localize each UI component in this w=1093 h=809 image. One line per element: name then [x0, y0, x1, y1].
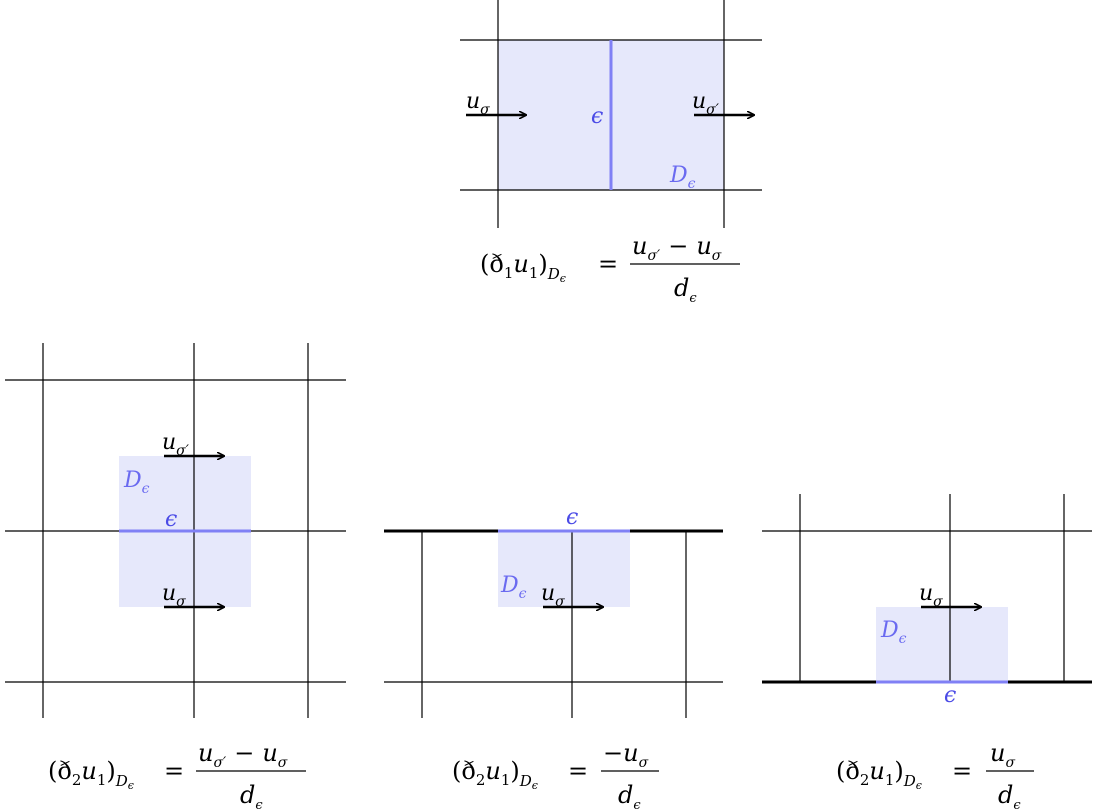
bottom-right-panel: uσ ϵ Dϵ (ð2u1)Dϵ = uσ dϵ	[762, 494, 1092, 809]
top-panel: uσ uσ′ ϵ Dϵ (ð1u1)Dϵ = uσ′−uσ dϵ	[460, 0, 762, 306]
bottom-left-panel: uσ′ uσ ϵ Dϵ (ð2u1)Dϵ = uσ′−uσ dϵ	[5, 343, 346, 809]
label-u-sigma: uσ	[466, 89, 490, 118]
formula-lhs: (ð2u1)Dϵ	[452, 757, 538, 792]
formula-numerator: uσ′−uσ	[632, 232, 722, 264]
formula-lhs: (ð2u1)Dϵ	[48, 757, 134, 792]
dual-cell	[876, 607, 1008, 682]
formula-lhs: (ð1u1)Dϵ	[480, 250, 566, 285]
formula-numerator: uσ′−uσ	[198, 739, 288, 771]
label-u-sigma: uσ	[541, 581, 565, 610]
bottom-middle-panel: uσ ϵ Dϵ (ð2u1)Dϵ = −uσ dϵ	[384, 505, 723, 809]
formula-equals: =	[568, 757, 588, 785]
formula-equals: =	[598, 250, 618, 278]
formula-numerator: −uσ	[603, 739, 649, 771]
formula-denominator: dϵ	[240, 781, 263, 809]
label-epsilon: ϵ	[566, 505, 578, 530]
label-u-sigma-prime: uσ′	[162, 430, 190, 459]
formula-equals: =	[164, 757, 184, 785]
formula-denominator: dϵ	[674, 274, 697, 306]
formula-left: (ð2u1)Dϵ = uσ′−uσ dϵ	[48, 739, 306, 809]
label-D-epsilon: Dϵ	[500, 573, 527, 602]
label-D-epsilon: Dϵ	[669, 163, 696, 192]
label-epsilon: ϵ	[944, 683, 956, 708]
formula-equals: =	[952, 757, 972, 785]
formula-denominator: dϵ	[618, 781, 641, 809]
dual-cell	[498, 531, 630, 607]
formula-top: (ð1u1)Dϵ = uσ′−uσ dϵ	[480, 232, 740, 306]
formula-lhs: (ð2u1)Dϵ	[836, 757, 922, 792]
formula-right: (ð2u1)Dϵ = uσ dϵ	[836, 739, 1034, 809]
label-D-epsilon: Dϵ	[123, 468, 150, 497]
formula-middle: (ð2u1)Dϵ = −uσ dϵ	[452, 739, 659, 809]
formula-denominator: dϵ	[998, 781, 1021, 809]
label-epsilon: ϵ	[591, 104, 603, 129]
label-u-sigma: uσ	[919, 581, 943, 610]
label-epsilon: ϵ	[165, 507, 177, 532]
formula-numerator: uσ	[990, 739, 1015, 771]
label-u-sigma: uσ	[162, 581, 186, 610]
label-D-epsilon: Dϵ	[880, 618, 907, 647]
label-u-sigma-prime: uσ′	[692, 89, 720, 118]
